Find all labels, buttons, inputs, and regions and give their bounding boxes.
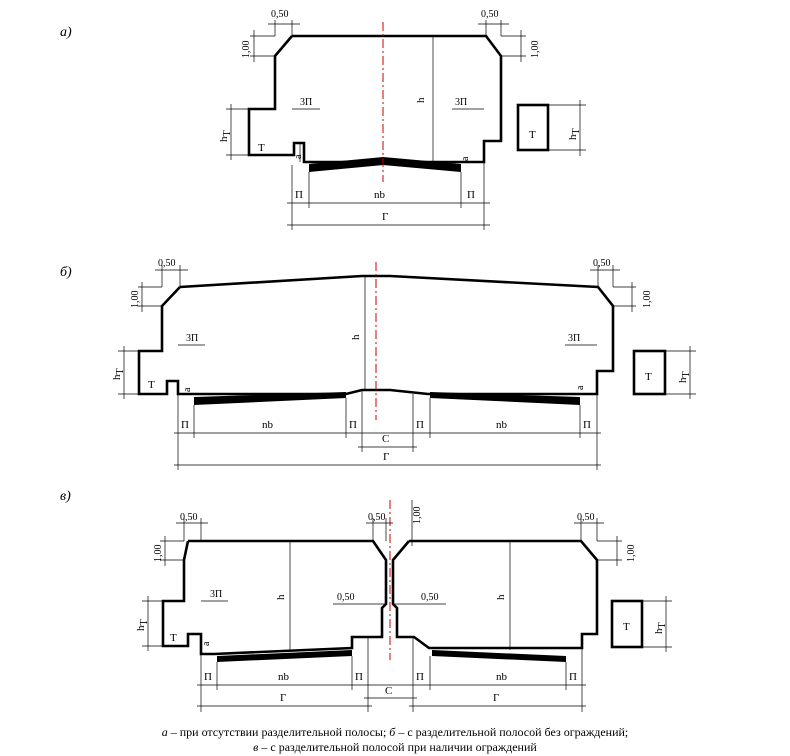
panel-b-t-box-label: Т (645, 371, 652, 383)
panel-v-road-surface-left (217, 650, 352, 662)
panel-v-nb-left: nb (278, 671, 290, 683)
panel-a-label: а) (60, 25, 72, 40)
panel-v-dim-050-inner-right: 0,50 (421, 592, 439, 603)
panel-b-ht-left: hТ (111, 368, 126, 380)
panel-b-3p-left: 3П (186, 333, 198, 344)
panel-v-p4: П (569, 671, 577, 683)
panel-a-p-left: П (295, 189, 303, 201)
panel-a-tunnel-outline (247, 34, 503, 164)
panel-a-t-left: Т (258, 142, 265, 154)
panel-b-label: б) (60, 265, 72, 280)
panel-v-dim-050-inner-left: 0,50 (337, 592, 355, 603)
panel-b-p1: П (181, 419, 189, 431)
panel-v-g-right: Г (493, 692, 499, 704)
panel-a: а) h 0,50 0,50 1,00 1,00 3П 3П (60, 9, 586, 230)
panel-b-p4: П (583, 419, 591, 431)
panel-v-ht-right: hТ (653, 622, 668, 634)
panel-a-t-box (516, 103, 550, 152)
panel-v-nb-right: nb (496, 671, 508, 683)
caption-line-1: а – при отсутствии разделительной полосы… (0, 725, 790, 740)
panel-b-3p-right: 3П (568, 333, 580, 344)
panel-v-p3: П (416, 671, 424, 683)
caption-a-text: – при отсутствии разделительной полосы; (167, 725, 390, 739)
panel-b-a-right: a (575, 385, 586, 390)
panel-v-h-right: h (495, 594, 507, 600)
panel-a-t-box-label: Т (529, 129, 536, 141)
panel-v-dim-050-mid: 0,50 (368, 512, 386, 523)
panel-b-dim-050-right: 0,50 (593, 258, 611, 269)
panel-v-dim-050-right: 0,50 (577, 512, 595, 523)
panel-a-dim-050-right: 0,50 (481, 9, 499, 20)
panel-v-p1: П (204, 671, 212, 683)
panel-a-3p-right: 3П (455, 97, 467, 108)
panel-v-dim-050-left: 0,50 (180, 512, 198, 523)
panel-b-dim-050-left: 0,50 (158, 258, 176, 269)
caption-b-text: – с разделительной полосой без ограждени… (395, 725, 629, 739)
panel-v: в) h h 0,50 0,50 1,00 0,50 1,00 (60, 489, 672, 712)
panel-b-nb-right: nb (496, 419, 508, 431)
panel-v-ht-left: hТ (135, 619, 150, 631)
panel-b-a-left: a (182, 387, 193, 392)
panel-a-p-right: П (467, 189, 475, 201)
panel-a-g: Г (382, 211, 388, 223)
caption-line-2: в – с разделительной полосой при наличии… (0, 740, 790, 755)
panel-a-ht-left: hТ (218, 130, 233, 142)
panel-v-left-tube-outline (161, 539, 388, 656)
panel-b-t-box (632, 349, 667, 396)
caption-b-letter: б (389, 725, 396, 739)
panel-a-nb: nb (374, 189, 386, 201)
panel-v-c: С (385, 685, 392, 697)
caption-v-text: – с разделительной полосой при наличии о… (258, 740, 537, 754)
panel-b-p2: П (349, 419, 357, 431)
panel-b-h-label: h (350, 334, 362, 340)
panel-b-c: С (382, 433, 389, 445)
panel-v-label: в) (60, 489, 71, 504)
panel-v-road-surface-right (432, 650, 566, 662)
panel-b: б) h 0,50 0,50 1,00 1,00 3П 3П hТ (60, 258, 696, 470)
panel-v-dim-100-mid: 1,00 (412, 507, 423, 525)
panel-b-dim-100-right: 1,00 (642, 291, 653, 309)
panel-b-ht-right: hТ (677, 371, 692, 383)
panel-v-t-box-label: Т (623, 621, 630, 633)
panel-v-g-left: Г (280, 692, 286, 704)
panel-a-3p-left: 3П (300, 97, 312, 108)
panel-a-dim-100-right: 1,00 (530, 41, 541, 59)
panel-v-t-left: Т (170, 632, 177, 644)
panel-a-road-surface (309, 157, 461, 172)
panel-a-a-left: a (293, 154, 304, 159)
panel-a-dim-050-left: 0,50 (271, 9, 289, 20)
panel-b-g: Г (383, 451, 389, 463)
panel-a-h-label: h (415, 97, 427, 103)
panel-v-dim-100-right: 1,00 (626, 545, 637, 563)
panel-b-dim-100-left: 1,00 (130, 291, 141, 309)
panel-a-dim-100-left: 1,00 (241, 41, 252, 59)
panel-v-h-left: h (275, 594, 287, 600)
panel-v-a-left: a (201, 641, 212, 646)
panel-a-a-right: a (460, 156, 471, 161)
panel-a-ht-right: hТ (567, 128, 582, 140)
panel-v-p2: П (355, 671, 363, 683)
panel-v-3p-left: 3П (210, 589, 222, 600)
panel-b-p3: П (416, 419, 424, 431)
panel-b-t-left: Т (148, 379, 155, 391)
caption-v-letter: в (253, 740, 259, 754)
panel-b-nb-left: nb (262, 419, 274, 431)
panel-b-road-surface-left (194, 392, 346, 405)
panel-v-t-box (610, 599, 644, 649)
panel-b-road-surface-right (430, 392, 580, 405)
panel-v-dim-100-left: 1,00 (153, 545, 164, 563)
caption-a-letter: а (161, 725, 168, 739)
